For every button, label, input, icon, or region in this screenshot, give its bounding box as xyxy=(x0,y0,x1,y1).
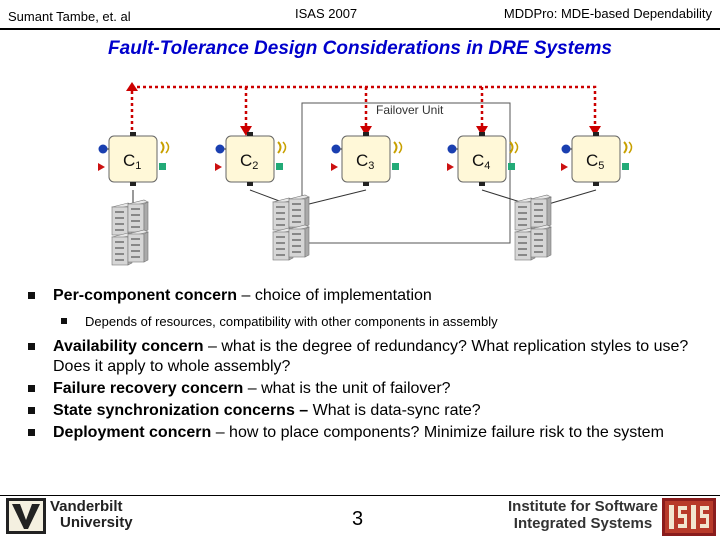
header-divider xyxy=(0,28,720,30)
bullet-heading: Availability concern xyxy=(53,338,204,355)
component-c5: C5 xyxy=(561,132,633,186)
institute-line-1: Institute for Software xyxy=(507,498,658,515)
port-blue-icon xyxy=(331,144,341,154)
component-c1: C1 xyxy=(98,132,170,186)
server-stack-icon xyxy=(514,194,552,261)
failover-unit-label: Failover Unit xyxy=(376,103,444,117)
port-green-icon xyxy=(508,163,515,170)
header-topic: MDDPro: MDE-based Dependability xyxy=(503,6,712,21)
bullet-item: State synchronization concerns – What is… xyxy=(28,401,708,421)
port-green-icon xyxy=(276,163,283,170)
port-blue-icon xyxy=(447,144,457,154)
component-link xyxy=(130,85,597,130)
bullet-marker xyxy=(28,385,35,392)
receptacle-icon xyxy=(277,141,282,154)
port-blue-icon xyxy=(98,144,108,154)
header-conference: ISAS 2007 xyxy=(295,6,358,21)
header-author: Sumant Tambe, et. al xyxy=(8,9,131,24)
bullet-item: Deployment concern – how to place compon… xyxy=(28,423,708,443)
port-green-icon xyxy=(622,163,629,170)
bullet-list: Per-component concern – choice of implem… xyxy=(28,286,708,443)
university-line-1: Vanderbilt xyxy=(50,498,123,515)
institute-line-2: Integrated Systems xyxy=(513,515,653,532)
receptacle-icon xyxy=(623,141,628,154)
bullet-marker xyxy=(28,343,35,350)
sub-bullet-text: Depends of resources, compatibility with… xyxy=(85,314,498,329)
footer-divider xyxy=(0,495,720,496)
receptacle-icon xyxy=(160,141,165,154)
port-red-icon xyxy=(331,163,338,171)
sub-bullet-item: Depends of resources, compatibility with… xyxy=(28,313,708,331)
server-stack-icon xyxy=(272,194,310,261)
bullet-text: – what is the degree of redundancy? What… xyxy=(53,338,689,375)
page-number: 3 xyxy=(352,508,364,530)
port-red-icon xyxy=(215,163,222,171)
bullet-marker xyxy=(28,292,35,299)
vanderbilt-logo-icon xyxy=(6,498,46,534)
port-red-icon xyxy=(98,163,105,171)
arrowheads xyxy=(126,82,601,136)
port-blue-icon xyxy=(561,144,571,154)
bullet-text: – choice of implementation xyxy=(237,287,432,304)
receptacle-icon xyxy=(393,141,398,154)
bullet-heading: State synchronization concerns – xyxy=(53,402,309,419)
failover-diagram: Failover Unit C1 C2 C3 C4 C5 xyxy=(98,82,633,266)
university-line-2: University xyxy=(60,514,133,531)
bullet-text: – how to place components? Minimize fail… xyxy=(211,424,664,441)
bullet-heading: Per-component concern xyxy=(53,287,238,304)
receptacle-icon xyxy=(509,141,514,154)
institute-name: Institute for Software Integrated System… xyxy=(508,498,658,532)
slide-title: Fault-Tolerance Design Considerations in… xyxy=(108,38,612,59)
bullet-item: Availability concern – what is the degre… xyxy=(28,337,708,377)
failover-unit-box xyxy=(301,102,511,244)
component-c2: C2 xyxy=(215,132,287,186)
sub-bullet-marker xyxy=(61,318,67,324)
bullet-marker xyxy=(28,429,35,436)
bullet-item: Failure recovery concern – what is the u… xyxy=(28,379,708,399)
component-c3: C3 xyxy=(331,132,403,186)
university-name: Vanderbilt University xyxy=(50,499,133,531)
server-stack-icon xyxy=(111,199,149,266)
bullet-heading: Failure recovery concern xyxy=(53,380,244,397)
bullet-text: What is data-sync rate? xyxy=(308,402,481,419)
bullet-text: – what is the unit of failover? xyxy=(243,380,451,397)
port-red-icon xyxy=(561,163,568,171)
bullet-item: Per-component concern – choice of implem… xyxy=(28,286,708,306)
bullet-heading: Deployment concern xyxy=(53,424,212,441)
port-blue-icon xyxy=(215,144,225,154)
component-c4: C4 xyxy=(447,132,519,186)
port-green-icon xyxy=(392,163,399,170)
port-green-icon xyxy=(159,163,166,170)
bullet-marker xyxy=(28,407,35,414)
port-red-icon xyxy=(447,163,454,171)
isis-logo-icon xyxy=(662,498,716,536)
